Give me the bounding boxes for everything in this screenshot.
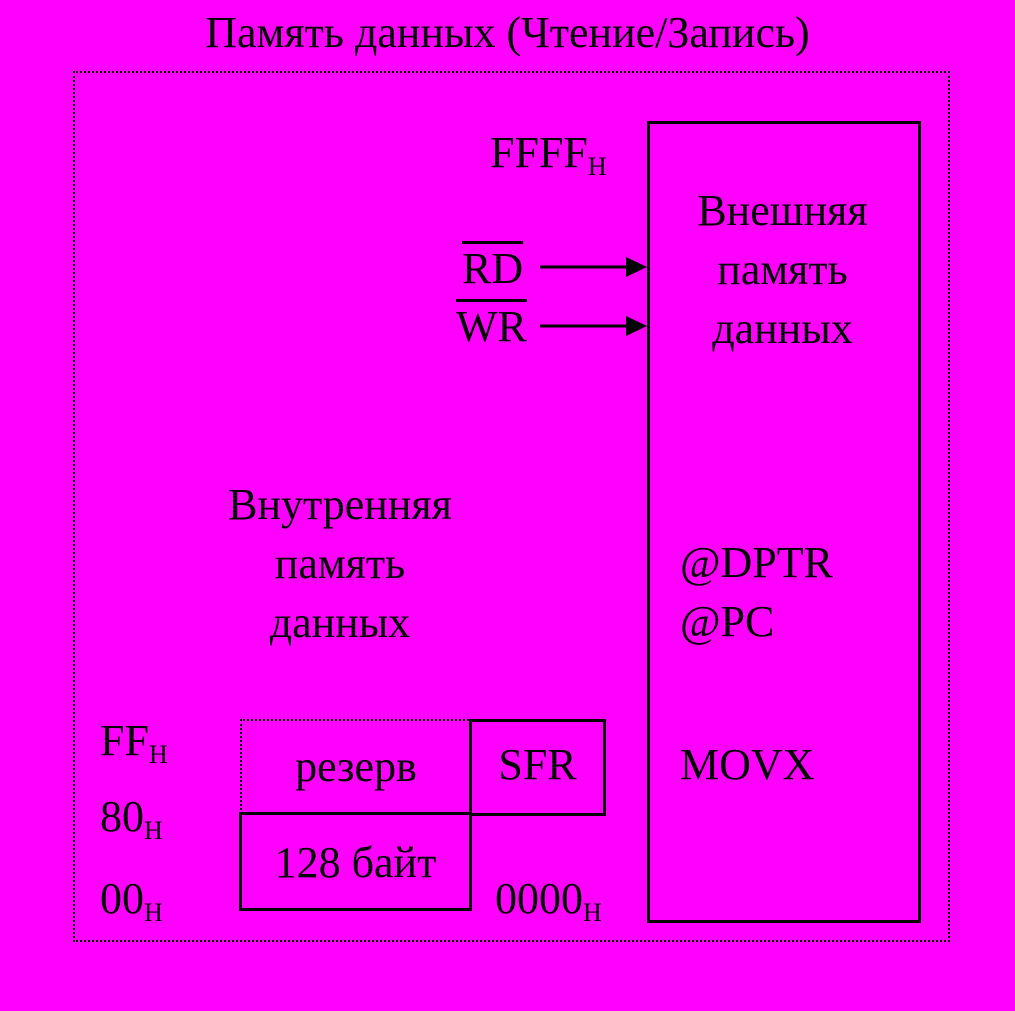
- diagram-title: Память данных (Чтение/Запись): [205, 8, 810, 57]
- external-top-address-value: FFFF: [490, 128, 588, 177]
- data-memory-frame: [73, 71, 950, 942]
- internal-address-80-suffix: H: [144, 816, 163, 845]
- external-top-address-suffix: H: [587, 152, 607, 181]
- external-memory-block: [647, 121, 921, 923]
- reserve-label: резерв: [295, 742, 417, 791]
- addressing-pc: @PC: [680, 597, 775, 646]
- internal-address-ff-value: FF: [100, 716, 149, 765]
- reserve-region: [240, 719, 472, 814]
- external-bottom-address-value: 0000: [495, 874, 583, 923]
- external-bottom-address: 0000H: [495, 874, 602, 938]
- write-signal-label: WR: [456, 302, 527, 351]
- external-top-address: FFFFH: [490, 128, 607, 192]
- sfr-label: SFR: [498, 740, 577, 789]
- write-signal-arrow: [540, 316, 647, 336]
- internal-address-00-suffix: H: [144, 898, 163, 927]
- internal-address-ff-suffix: H: [148, 740, 168, 769]
- internal-address-80-value: 80: [100, 792, 144, 841]
- addressing-dptr: @DPTR: [680, 538, 833, 587]
- lower-128-bytes-label: 128 байт: [274, 838, 437, 887]
- internal-address-00-value: 00: [100, 874, 144, 923]
- external-memory-label-line3: данных: [712, 304, 853, 353]
- movx-instruction: MOVX: [680, 740, 815, 789]
- internal-address-80: 80H: [100, 792, 163, 856]
- internal-address-ff: FFH: [100, 716, 168, 780]
- read-signal-arrow: [540, 257, 647, 277]
- internal-memory-label-line1: Внутренняя: [228, 480, 452, 529]
- internal-address-00: 00H: [100, 874, 163, 938]
- sfr-block: [469, 719, 606, 816]
- read-signal-label: RD: [462, 244, 524, 293]
- internal-memory-label-line3: данных: [269, 598, 411, 647]
- internal-memory-label-line2: память: [274, 539, 406, 588]
- external-memory-label-line2: память: [717, 245, 848, 294]
- external-memory-label-line1: Внешняя: [697, 186, 868, 235]
- external-bottom-address-suffix: H: [583, 898, 602, 927]
- lower-128-bytes-block: [239, 812, 472, 911]
